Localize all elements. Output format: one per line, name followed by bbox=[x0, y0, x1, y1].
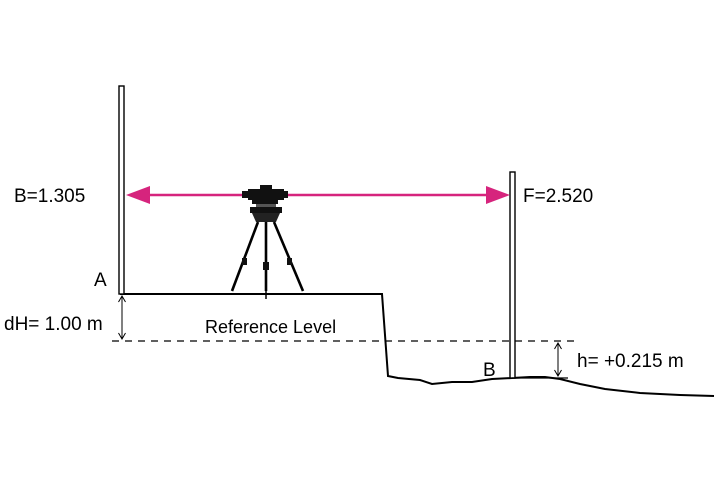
foresight-label: F=2.520 bbox=[523, 186, 593, 207]
sight-line bbox=[126, 186, 510, 204]
backsight-label: B=1.305 bbox=[14, 186, 85, 207]
levelling-instrument-on-tripod-icon bbox=[230, 185, 305, 299]
sight-arrow-right bbox=[486, 186, 510, 204]
height-difference-label: dH= 1.00 m bbox=[4, 314, 103, 335]
point-a-label: A bbox=[94, 270, 107, 291]
dh-dimension bbox=[118, 295, 126, 340]
ground-profile bbox=[120, 293, 715, 397]
staff-b bbox=[509, 171, 516, 379]
h-dimension bbox=[512, 342, 568, 379]
sight-arrow-left bbox=[126, 186, 150, 204]
height-result-label: h= +0.215 m bbox=[577, 351, 684, 372]
ground-line-a bbox=[120, 293, 715, 397]
point-b-label: B bbox=[483, 360, 496, 381]
staff-a bbox=[118, 85, 125, 295]
reference-level-label: Reference Level bbox=[205, 317, 336, 337]
